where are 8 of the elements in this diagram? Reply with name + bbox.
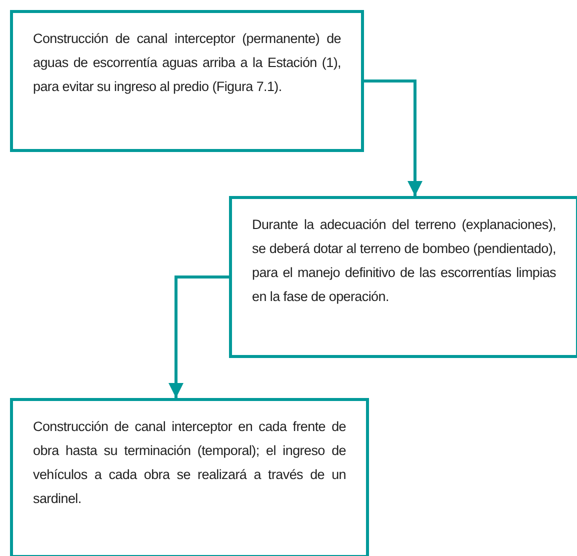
box-text: Construcción de canal interceptor (permanente) de aguas de escorrentía aguas arriba a la Estación (1), para evitar su ingreso al predio (Figura 7.1). [33,30,341,96]
arrow [364,80,422,196]
box-text: Construcción de canal interceptor en cada frente de obra hasta su terminación (temporal); el ingreso de vehículos a cada obra se realizará a través de un sardinel. [33,418,346,508]
process-box [10,398,369,556]
box-text: Durante la adecuación del terreno (explanaciones), se deberá dotar al terreno de bombeo (pendientado), para el manejo definitivo de las escorrentías limpias en la fase de operación. [252,216,556,306]
arrow [168,276,229,398]
process-box [10,10,364,152]
process-box [229,196,577,358]
